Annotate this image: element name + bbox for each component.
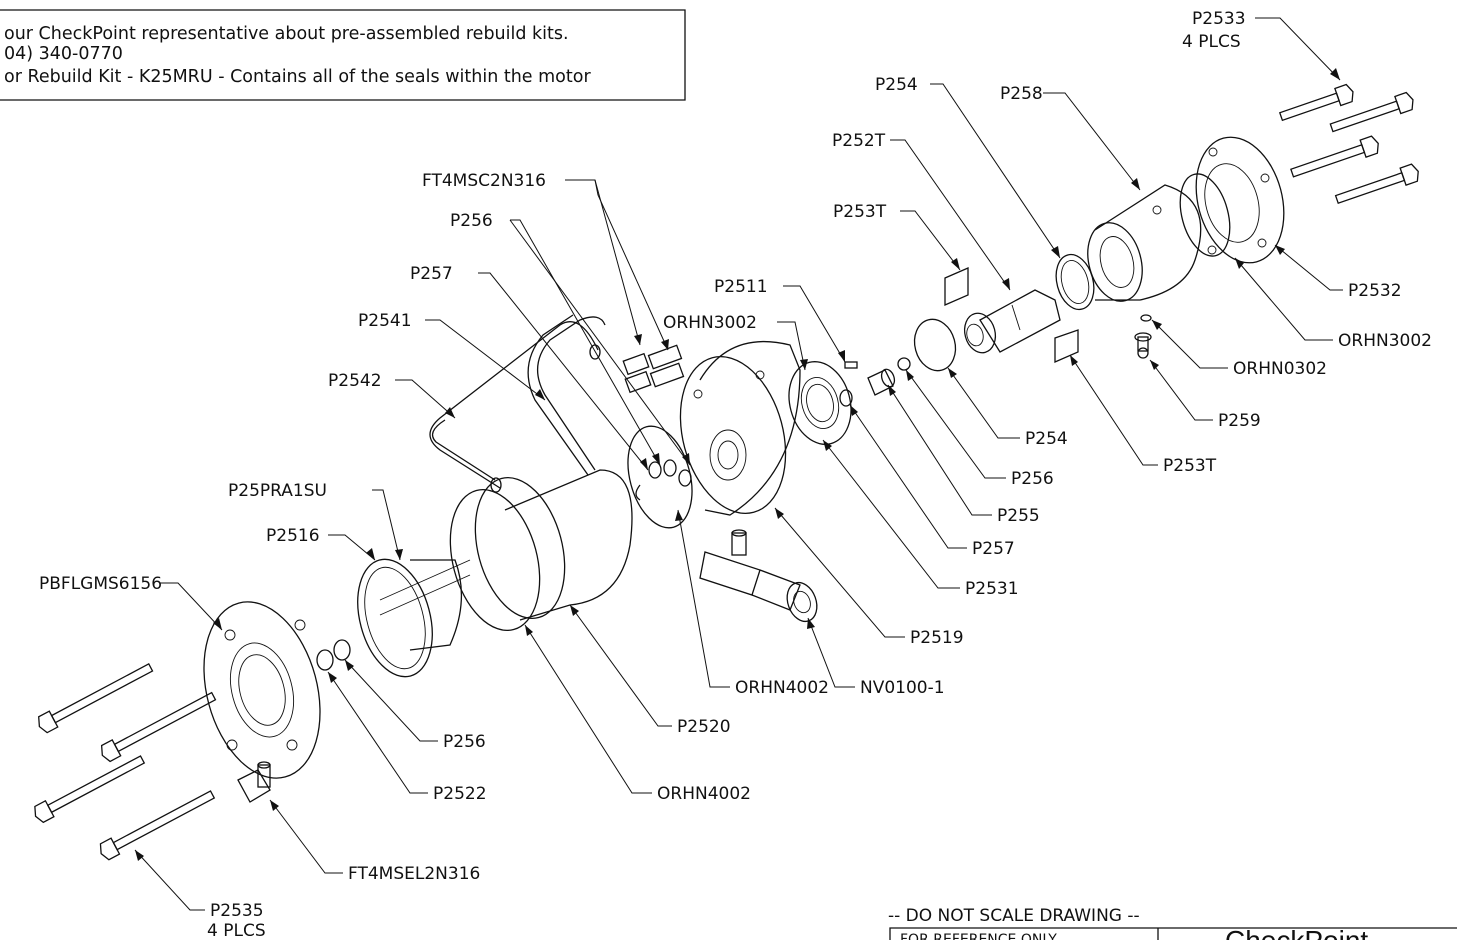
callout-p2533-qty: 4 PLCS bbox=[1182, 32, 1241, 52]
callout-p2511: P2511 bbox=[714, 277, 768, 297]
bolts-p2535 bbox=[34, 663, 217, 861]
seal-ring-p254-top bbox=[1055, 253, 1095, 311]
tube-p2542 bbox=[429, 321, 601, 493]
oring-orhn3002-right bbox=[1179, 173, 1231, 257]
plug-p259 bbox=[1134, 332, 1152, 359]
callout-p253t-top: P253T bbox=[833, 202, 887, 222]
housing-p258 bbox=[1087, 184, 1202, 302]
callout-p258: P258 bbox=[1000, 84, 1043, 104]
oring-orhn0302 bbox=[1140, 314, 1152, 322]
callout-p2516: P2516 bbox=[266, 526, 320, 546]
callout-orhn4002-mid: ORHN4002 bbox=[735, 678, 829, 698]
plate-orhn3002 bbox=[788, 361, 852, 445]
ring-p254-bottom bbox=[913, 318, 957, 372]
fitting-ft4msc2n316 bbox=[622, 344, 685, 394]
piston-p25pra1su bbox=[379, 559, 471, 651]
gasket-orhn4002-mid bbox=[627, 425, 693, 529]
note-line-1: our CheckPoint representative about pre-… bbox=[4, 24, 569, 44]
callout-ft4msel2n316: FT4MSEL2N316 bbox=[348, 864, 480, 884]
callout-p259: P259 bbox=[1218, 411, 1261, 431]
callout-p254-bottom: P254 bbox=[1025, 429, 1068, 449]
vane-p253t-bottom bbox=[1054, 329, 1079, 363]
callout-p2535: P2535 bbox=[210, 901, 264, 921]
callout-p2531: P2531 bbox=[965, 579, 1019, 599]
washer-p256-mid bbox=[897, 357, 911, 371]
callout-p2535-qty: 4 PLCS bbox=[207, 921, 266, 940]
callout-p256-top: P256 bbox=[450, 211, 493, 231]
key-p2511 bbox=[844, 361, 858, 369]
reference-only-label: FOR REFERENCE ONLY bbox=[900, 932, 1057, 940]
rear-flange-p2532 bbox=[1195, 136, 1285, 264]
note-line-2: 04) 340-0770 bbox=[4, 44, 123, 64]
callout-p2520: P2520 bbox=[677, 717, 731, 737]
callout-p257-bottom: P257 bbox=[972, 539, 1015, 559]
callout-p256-bottom: P256 bbox=[443, 732, 486, 752]
parts bbox=[34, 83, 1419, 861]
retainer-p2516 bbox=[357, 558, 433, 678]
elbow-ft4msel2n316 bbox=[237, 761, 271, 803]
callout-orhn0302: ORHN0302 bbox=[1233, 359, 1327, 379]
callout-p256-mid: P256 bbox=[1011, 469, 1054, 489]
callout-labels: P2533 4 PLCS P254 P258 P252T P253T FT4MS… bbox=[39, 9, 1432, 941]
callout-orhn3002-mid: ORHN3002 bbox=[663, 313, 757, 333]
callout-p253t-bottom: P253T bbox=[1163, 456, 1217, 476]
tube-p2541 bbox=[527, 314, 606, 476]
callout-pbflgms6156: PBFLGMS6156 bbox=[39, 574, 162, 594]
washer-p256-bottom bbox=[333, 639, 351, 661]
callout-ft4msc2n316: FT4MSC2N316 bbox=[422, 171, 546, 191]
oring-orhn4002-bottom bbox=[449, 488, 541, 632]
vane-p253t-top bbox=[944, 267, 969, 306]
callout-p2532: P2532 bbox=[1348, 281, 1402, 301]
callout-p2519: P2519 bbox=[910, 628, 964, 648]
bushing-p255 bbox=[867, 368, 896, 396]
cylinder-p2520 bbox=[474, 469, 633, 621]
callout-orhn3002-right: ORHN3002 bbox=[1338, 331, 1432, 351]
callout-p2533: P2533 bbox=[1192, 9, 1246, 29]
callout-orhn4002-bottom: ORHN4002 bbox=[657, 784, 751, 804]
note-line-3: or Rebuild Kit - K25MRU - Contains all o… bbox=[4, 67, 591, 87]
callout-p2541: P2541 bbox=[358, 311, 412, 331]
front-flange-pbflgms6156 bbox=[203, 601, 321, 779]
callout-nv0100-1: NV0100-1 bbox=[860, 678, 945, 698]
callout-p255: P255 bbox=[997, 506, 1040, 526]
callout-p254-top: P254 bbox=[875, 75, 918, 95]
end-cap-p2531 bbox=[679, 341, 801, 516]
brand-logo-text: CheckPoint bbox=[1225, 925, 1368, 940]
callout-p252t: P252T bbox=[832, 131, 886, 151]
washer-p2522 bbox=[316, 649, 334, 671]
callout-p2542: P2542 bbox=[328, 371, 382, 391]
shaft-p252t bbox=[963, 289, 1061, 354]
arrowheads bbox=[135, 68, 1340, 861]
callout-p25pra1su: P25PRA1SU bbox=[228, 481, 327, 501]
callout-p257-top: P257 bbox=[410, 264, 453, 284]
clip-p257 bbox=[839, 389, 853, 407]
callout-p2522: P2522 bbox=[433, 784, 487, 804]
do-not-scale-notice: -- DO NOT SCALE DRAWING -- bbox=[888, 906, 1140, 926]
leader-lines bbox=[134, 17, 1343, 911]
bolts-p2533 bbox=[1278, 83, 1419, 205]
rebuild-kit-note: our CheckPoint representative about pre-… bbox=[0, 9, 686, 101]
title-block: -- DO NOT SCALE DRAWING -- FOR REFERENCE… bbox=[888, 906, 1457, 945]
valve-nv0100-1 bbox=[699, 529, 818, 623]
